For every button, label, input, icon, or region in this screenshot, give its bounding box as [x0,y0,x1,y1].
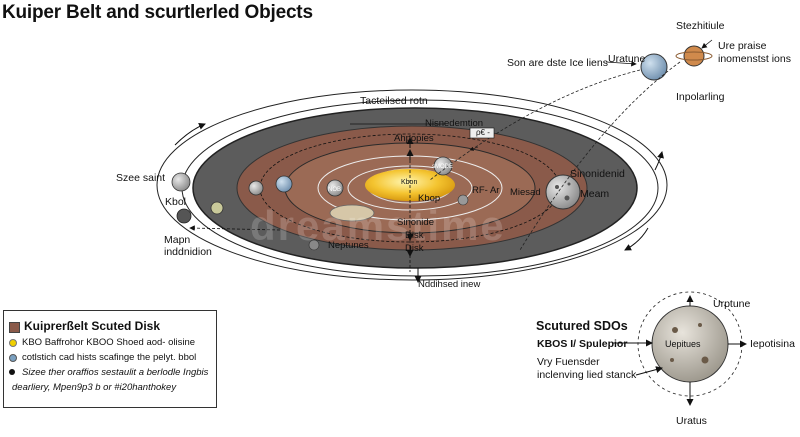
label-stezhitiule: Stezhitiule [676,20,725,32]
legend-title: Kuiprerßelt Scuted Disk [24,319,161,333]
planet-ring [675,51,713,61]
label-vry-fuensder: Vry Fuensder [537,356,600,368]
label-kbol: Kbol [165,196,187,208]
label-mapn: Mapn [164,234,191,246]
planet-icon [545,174,581,210]
legend-yellow-dot [9,339,17,347]
label-nisnedemtion: Nisnedemtion [425,118,484,129]
label-nddihsed: Nddihsed inew [418,279,481,290]
crater [555,185,559,189]
label-inner-small: sMODE [432,164,453,170]
label-son-ice: Son are dste Ice liens [507,57,608,69]
label-neptunes: Neptunes [328,240,369,251]
planet-icon [457,194,469,206]
label-sinonidenid: Sinonidenid [570,168,625,180]
label-meam: Meam [580,188,610,200]
label-kbosi: KBOS I/ Spulepior [537,338,628,350]
planet-icon [210,201,224,215]
label-ure-praise: Ure praise [718,40,767,52]
legend: Kuiprerßelt Scuted Disk KBO Baffrohor KB… [3,310,217,408]
trajectory [429,69,641,181]
label-szee-saint: Szee saint [116,172,166,184]
outer-orbit [156,89,668,281]
label-uratus: Uratus [676,415,707,427]
planet-icon [326,179,344,197]
legend-black-dot [9,369,15,375]
planet-icon [176,208,192,224]
label-uratune: Uratune [608,53,646,65]
label-sun: Kbon [401,179,418,186]
arrow-icon [635,366,663,376]
label-scutured: Scutured SDOs [536,319,628,333]
crater [567,182,571,186]
label-rf-ar: RF- Ar [472,185,500,196]
planet-icon [329,204,375,222]
label-scale: ρ€ - [476,128,490,137]
label-miesad: Miesad [510,187,541,198]
scale-box [469,127,495,139]
crater [672,327,678,333]
arrow-icon [654,151,664,171]
watermark: dreamstime [250,202,506,249]
arrow-icon [624,227,649,251]
planet-icon [683,45,705,67]
label-left-small: NOB [328,187,342,193]
trajectory [519,61,681,251]
legend-row-4: dearliery, Mpen9p3 b or #i20hanthokey [12,382,177,393]
label-inpolarling: Inpolarling [676,91,725,103]
legend-belt-swatch [9,322,20,333]
label-disk-2: Disk [405,243,424,254]
planet-icon [308,239,320,251]
label-tacteised: Tacteilsed rotn [360,95,428,107]
arrow-icon [701,39,713,49]
legend-row-1: KBO Baffrohor KBOO Shoed aod- olisine [22,337,196,348]
crater [698,323,702,327]
label-urptune: Urptune [713,298,751,310]
crater [670,358,674,362]
arrow-icon [469,146,479,151]
page-title: Kuiper Belt and scurtlerled Objects [2,2,313,23]
arrow-icon [605,60,637,67]
label-iepotisina: Iepotisina [750,338,795,350]
label-sdo: Uepitues [665,339,701,349]
planet-icon [640,53,668,81]
crater [564,195,570,201]
label-kbop: Kbop [418,193,441,204]
planet-icon [433,156,453,176]
label-indnidion: inddnidion [164,246,212,258]
label-disk-1: Disk [405,230,424,241]
label-inomenstst: inomenstst ions [718,53,791,65]
arrow-icon [189,225,281,231]
arrow-icon [174,122,206,146]
legend-row-2: cotlstich cad hists scafinge the pelyt. … [22,352,197,363]
label-ahpopies: Ahpopies [394,133,434,144]
planet-icon [248,180,264,196]
planet-icon [171,172,191,192]
crater [701,356,709,364]
planet-icon [275,175,293,193]
label-incleving: inclenving lied stanck [537,369,637,381]
label-sinonide: Sinonide [397,217,434,228]
legend-blue-dot [9,354,17,362]
legend-row-3: Sizee ther oraffios sestaulit a berlodle… [22,367,209,378]
